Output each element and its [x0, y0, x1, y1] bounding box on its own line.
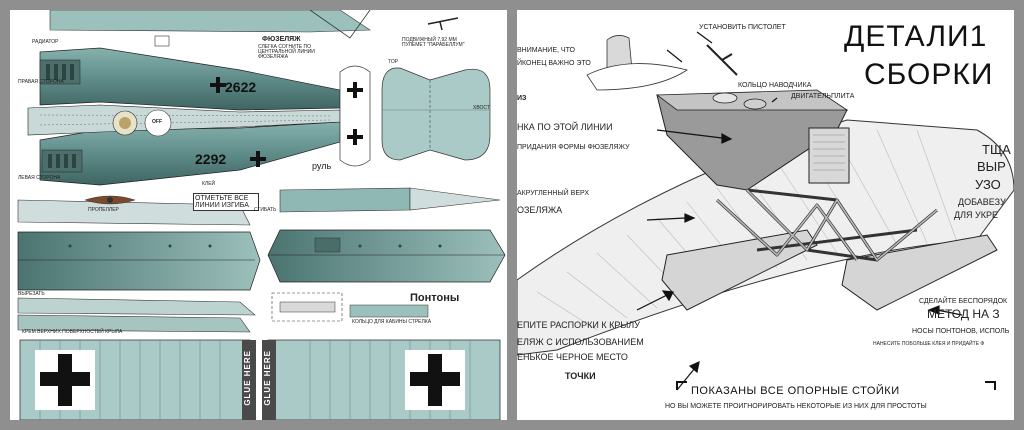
assembly-details-panel: ДЕТАЛИ1 СБОРКИ УСТАНОВИТЬ ПИСТОЛЕТ ВНИМА… [517, 10, 1014, 420]
pontoon-left [17, 231, 261, 291]
rounded-top-label2: ОЗЕЛЯЖА [517, 205, 563, 215]
fold-line-label2: ПРИДАНИЯ ФОРМЫ ФЮЗЕЛЯЖУ [517, 144, 630, 151]
method-line4: НАНЕСИТЕ ПОБОЛЬШЕ КЛЕЯ И ПРИДАЙТЕ Ф [873, 341, 985, 347]
heading-line1: ДЕТАЛИ1 [844, 20, 988, 53]
cut-note: ВЫРЕЗАТЬ [18, 291, 45, 297]
pontoon-right [267, 229, 506, 283]
machine-gun-icon [427, 17, 459, 31]
attention-line1: ВНИМАНИЕ, ЧТО [517, 47, 575, 54]
rudder-label: руль [312, 161, 332, 171]
fuselage-code-top: 2622 [225, 79, 257, 95]
gunner-ring-label: КОЛЬЦО ДЛЯ КАБИНЫ СТРЕЛКА [352, 319, 432, 325]
careful-line5: ДЛЯ УКРЕ [954, 210, 998, 220]
method-line2: МЕТОД НА З [927, 307, 1000, 321]
bend-note: СГИБАТЬ [254, 207, 277, 213]
careful-line2: ВЫР [977, 159, 1006, 174]
side-b-label: ПРАВАЯ СТОРОНА [18, 79, 64, 85]
assembly-drawing [517, 31, 1014, 391]
papercraft-template-panel: ФЮЗЕЛЯЖ СЛЕГКА СОГНИТЕ ПО ЦЕНТРАЛЬНОЙ ЛИ… [10, 10, 507, 420]
method-line1: СДЕЛАЙТЕ БЕСПОРЯДОК [919, 298, 1008, 305]
glue-struts-line2: ЕЛЯЖ С ИСПОЛЬЗОВАНИЕМ [517, 337, 644, 347]
pointer-arrows [636, 31, 963, 391]
pontoons-label: Понтоны [410, 292, 460, 304]
fuselage-note: СЛЕГКА СОГНИТЕ ПО ЦЕНТРАЛЬНОЙ ЛИНИИ ФЮЗЕ… [258, 44, 315, 60]
wing-note: КРЕМ ВЕРХНИХ ПОВЕРХНОСТЕЙ КРЫЛА [22, 329, 123, 335]
tailplane [381, 67, 491, 161]
fuselage-top-strip [49, 10, 371, 33]
pistol-label: УСТАНОВИТЬ ПИСТОЛЕТ [699, 24, 786, 31]
fuselage-label: ФЮЗЕЛЯЖ [262, 36, 301, 43]
pontoon-left [661, 229, 818, 311]
glue-struts-line3: ЕНЬКОЕ ЧЕРНОЕ МЕСТО [517, 352, 628, 362]
fuselage-code-bottom: 2292 [195, 151, 227, 167]
side-a-label: ЛЕВАЯ СТОРОНА [18, 175, 61, 181]
top-mark: ТОР [388, 59, 399, 65]
glue-here-right: GLUE HERE [263, 350, 272, 406]
careful-line3: УЗО [975, 177, 1001, 192]
footer-line1: ПОКАЗАНЫ ВСЕ ОПОРНЫЕ СТОЙКИ [691, 385, 900, 397]
rudder-piece [339, 65, 371, 167]
attention-line2: ЙКОНЕЦ ВАЖНО ЭТО [517, 60, 591, 67]
machine-gun-icon [706, 44, 738, 76]
glue-here-left: GLUE HERE [243, 350, 252, 406]
glue-note: КЛЕЙ [202, 181, 216, 187]
rounded-top-label: АКРУГЛЕННЫЙ ВЕРХ [517, 190, 590, 197]
gunner-ring-label: КОЛЬЦО НАВОДЧИКА [738, 82, 812, 89]
lower-wing-strip [17, 199, 251, 226]
propeller-icon [84, 195, 136, 205]
careful-line1: ТЩА [982, 142, 1011, 157]
disc-code: OFF [152, 119, 162, 125]
tail-mark: ХВОСТ [473, 105, 490, 111]
radiator-label: РАДИАТОР [32, 39, 59, 45]
careful-line4: ДОБАВЕЗУ [958, 197, 1006, 207]
fold-note-box: ОТМЕТЬТЕ ВСЕ ЛИНИИ ИЗГИБА [193, 193, 259, 211]
fold-line-label: НКА ПО ЭТОЙ ЛИНИИ [517, 122, 613, 132]
wing-right [267, 339, 501, 420]
machine-gun-label: ПОДВИЖНЫЙ 7,92 ММ ПУЛЕМЕТ "ПАРАБЕЛЛУМ" [402, 37, 465, 48]
method-line3: НОСЫ ПОНТОНОВ, ИСПОЛЬ [912, 328, 1010, 335]
engine-plate-label: ДВИГАТЕЛЬПЛИТА [791, 93, 855, 100]
glue-struts-line1: ЕПИТЕ РАСПОРКИ К КРЫЛУ [517, 320, 640, 330]
pontoon-right [841, 234, 998, 311]
glue-struts-line4: ТОЧКИ [565, 371, 596, 381]
template-drawing [17, 10, 506, 420]
propeller-label: ПРОПЕЛЛЕР [88, 207, 119, 213]
attention-line3: ИЗ [517, 95, 527, 102]
footer-line2: НО ВЫ МОЖЕТЕ ПРОИГНОРИРОВАТЬ НЕКОТОРЫЕ И… [665, 403, 927, 410]
heading-line2: СБОРКИ [864, 58, 994, 91]
